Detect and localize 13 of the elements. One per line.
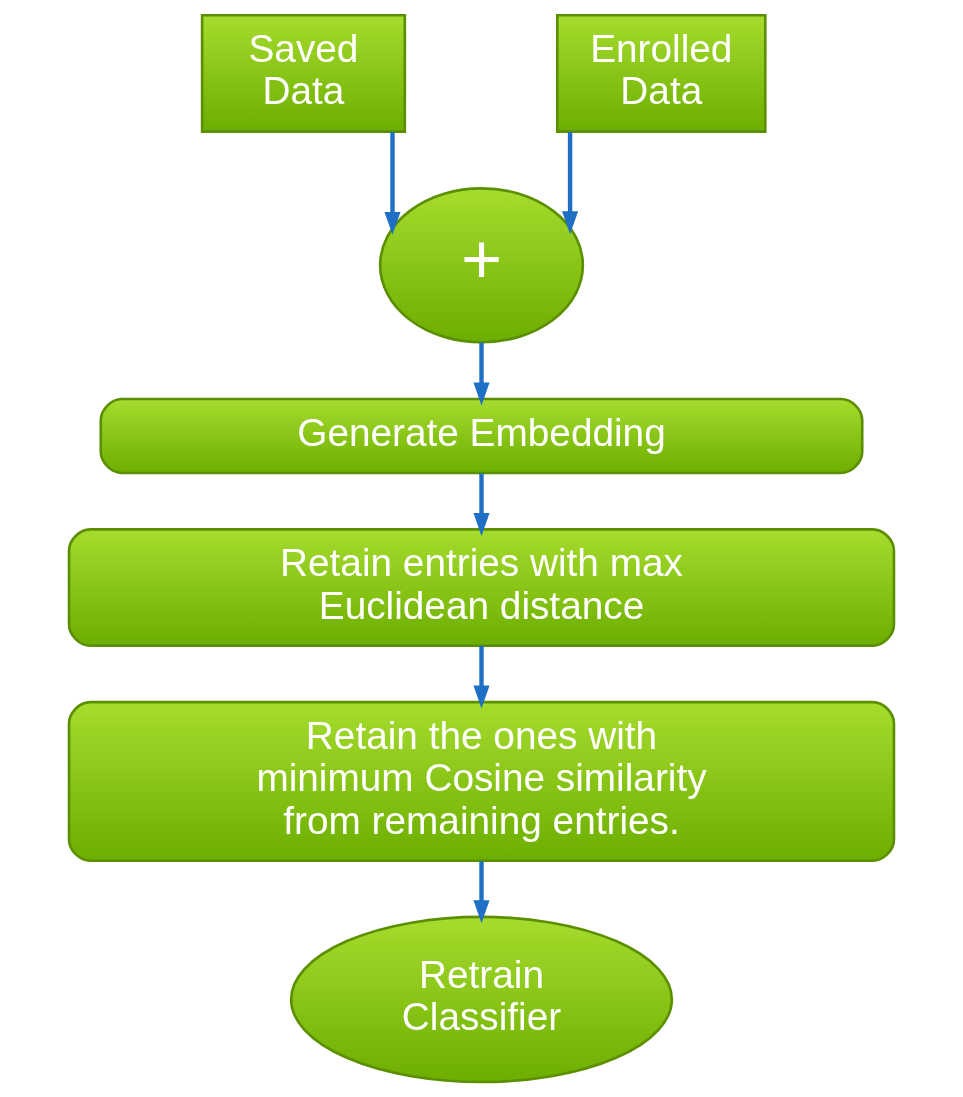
arrow bbox=[384, 132, 401, 235]
arrow bbox=[473, 473, 490, 536]
node-ellipse: Retrain Classifier bbox=[289, 915, 674, 1084]
node-box: Enrolled Data bbox=[555, 13, 767, 133]
arrow bbox=[473, 645, 490, 709]
node-ellipse: + bbox=[378, 187, 585, 344]
node-box: Generate Embedding bbox=[99, 397, 864, 475]
node-box: Saved Data bbox=[200, 13, 407, 133]
arrow bbox=[473, 861, 490, 924]
arrow bbox=[562, 132, 579, 235]
node-box: Retain entries with max Euclidean distance bbox=[67, 528, 896, 648]
arrow bbox=[473, 342, 490, 406]
node-box: Retain the ones with minimum Cosine similarity from remaining entries. bbox=[67, 700, 896, 863]
